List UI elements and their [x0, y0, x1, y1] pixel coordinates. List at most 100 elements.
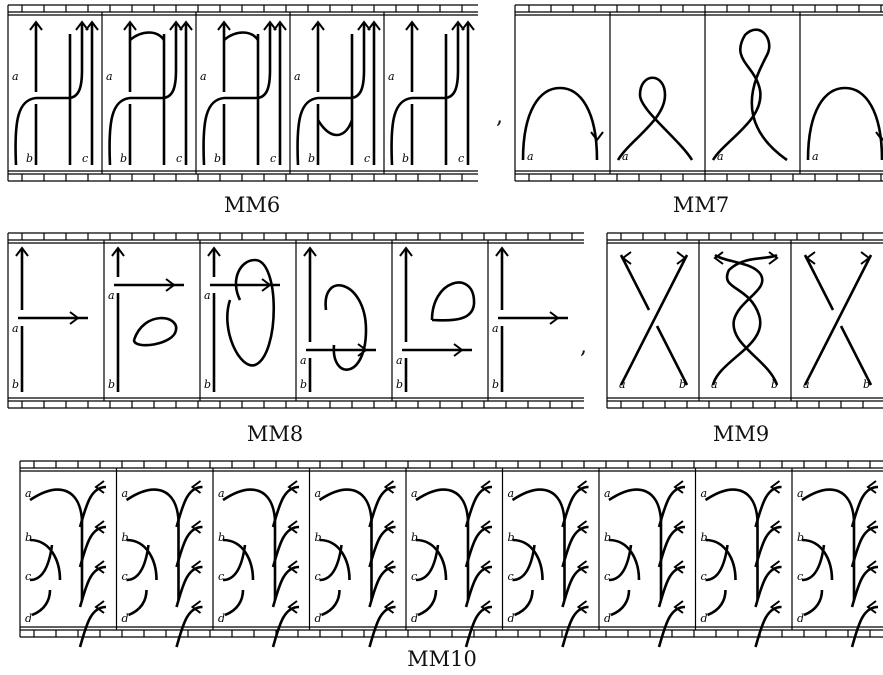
caption-mm10: MM10 — [392, 647, 492, 671]
arrowhead — [591, 132, 603, 140]
strand — [273, 527, 299, 567]
strand — [715, 255, 777, 385]
strand-label: a — [204, 289, 211, 302]
strand — [418, 590, 436, 615]
strand — [808, 88, 882, 160]
strand-label: c — [508, 570, 514, 583]
strand — [224, 33, 258, 41]
strand — [706, 490, 758, 600]
strand — [466, 487, 492, 527]
strand — [127, 490, 179, 600]
strand — [273, 567, 299, 607]
strand — [611, 590, 629, 615]
mm8-frame-5: ab — [396, 248, 474, 392]
strand-label: c — [364, 152, 370, 165]
mm10-sprocket-band — [20, 461, 883, 468]
strand-label: c — [797, 570, 803, 583]
strand-label: c — [604, 570, 610, 583]
strand-label: b — [300, 378, 307, 391]
strand-label: a — [12, 322, 19, 335]
strand — [370, 527, 396, 567]
strand-label: b — [492, 378, 499, 391]
strand — [852, 527, 878, 567]
strand — [320, 545, 342, 580]
strand — [127, 545, 149, 580]
strand — [298, 24, 364, 165]
strand — [370, 487, 396, 527]
strand — [134, 318, 176, 345]
strand — [609, 545, 631, 580]
strand-label: b — [797, 531, 804, 544]
strand-label: c — [122, 570, 128, 583]
mm8-frame-4: ab — [300, 248, 376, 392]
mm7-frame-1: a — [523, 88, 603, 163]
strand-label: b — [411, 531, 418, 544]
strand — [513, 490, 565, 600]
strand — [756, 527, 782, 567]
separator-comma-row1: , — [496, 104, 503, 129]
strand — [708, 590, 726, 615]
strand-label: a — [803, 378, 810, 391]
strand-label: a — [396, 354, 403, 367]
strand — [513, 545, 535, 580]
mm8-frame-3: ab — [204, 248, 280, 392]
mm10-film-strip — [20, 461, 883, 637]
strand — [756, 567, 782, 607]
strand — [80, 567, 106, 607]
strand-label: b — [108, 378, 115, 391]
strand-label: b — [25, 531, 32, 544]
strand — [609, 540, 639, 580]
strand-label: b — [604, 531, 611, 544]
strand — [127, 540, 157, 580]
strand-label: c — [315, 570, 321, 583]
strand — [659, 567, 685, 607]
strand — [713, 30, 787, 160]
strand — [177, 487, 203, 527]
strand — [466, 567, 492, 607]
strand-label: b — [679, 378, 686, 391]
strand — [32, 590, 50, 615]
strand — [513, 540, 543, 580]
strand — [16, 24, 82, 165]
strand — [852, 567, 878, 607]
strand-label: a — [619, 378, 626, 391]
strand-label: c — [701, 570, 707, 583]
strand-label: c — [270, 152, 276, 165]
mm8-sprocket-band — [8, 401, 584, 408]
strand — [322, 590, 340, 615]
strand — [320, 490, 372, 600]
strand — [177, 527, 203, 567]
strand-label: a — [300, 354, 307, 367]
strand-label: c — [25, 570, 31, 583]
strand — [756, 487, 782, 527]
strand-label: a — [200, 70, 207, 83]
strand-label: d — [315, 612, 322, 625]
strand — [466, 527, 492, 567]
strand-label: a — [812, 150, 819, 163]
mm10-frame-6: abcd — [508, 481, 589, 647]
mm8-frame-1: ab — [12, 248, 88, 392]
strand — [804, 590, 822, 615]
strand-label: c — [411, 570, 417, 583]
mm8-frame-2: ab — [108, 248, 184, 392]
strand — [659, 487, 685, 527]
strand-label: b — [26, 152, 33, 165]
strand-label: c — [176, 152, 182, 165]
mm9-frame-3: ab — [803, 252, 871, 391]
caption-mm6: MM6 — [207, 193, 297, 217]
strand-label: a — [797, 487, 804, 500]
strand — [802, 545, 824, 580]
strand-label: a — [388, 70, 395, 83]
strand-label: a — [622, 150, 629, 163]
strand-label: d — [797, 612, 804, 625]
strand-label: c — [458, 152, 464, 165]
mm7-frame-2: a — [618, 78, 692, 163]
strand — [318, 120, 352, 135]
strand-label: a — [315, 487, 322, 500]
mm7-sprocket-band — [515, 174, 883, 181]
